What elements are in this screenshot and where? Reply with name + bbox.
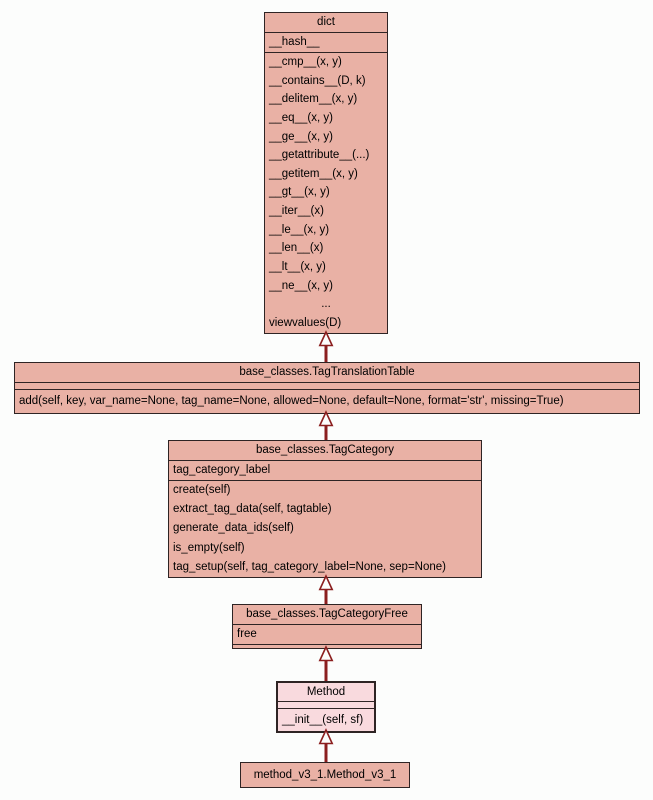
class-methods-compartment (233, 644, 421, 648)
class-method: __delitem__(x, y) (269, 93, 358, 106)
class-attributes-compartment (15, 382, 639, 389)
class-method: __gt__(x, y) (269, 186, 330, 199)
class-method: tag_setup(self, tag_category_label=None,… (173, 560, 446, 573)
class-methods-compartment: add(self, key, var_name=None, tag_name=N… (15, 389, 639, 413)
class-methods-compartment: __cmp__(x, y) __contains__(D, k) __delitem… (265, 52, 387, 333)
class-title: method_v3_1.Method_v3_1 (253, 769, 397, 781)
class-box-method_v3_1[interactable]: method_v3_1.Method_v3_1 (240, 762, 410, 788)
class-method: __contains__(D, k) (269, 74, 366, 87)
class-method: generate_data_ids(self) (173, 522, 294, 535)
class-attribute: tag_category_label (173, 464, 271, 476)
class-method: __ge__(x, y) (269, 130, 333, 143)
class-method: __getitem__(x, y) (269, 167, 358, 180)
class-method: __getattribute__(...) (269, 149, 370, 162)
class-method: extract_tag_data(self, tagtable) (173, 503, 332, 516)
class-attributes-compartment: __hash__ (265, 32, 387, 52)
inheritance-arrow-method-to-tag_category_free (318, 645, 334, 681)
class-methods-compartment: __init__(self, sf) (278, 708, 374, 731)
class-box-method[interactable]: Method __init__(self, sf) (276, 681, 376, 733)
inheritance-arrow-tag_translation_table-to-dict (318, 330, 334, 362)
class-title: Method (306, 686, 346, 698)
class-method: viewvalues(D) (269, 316, 342, 329)
class-box-tag_translation_table[interactable]: base_classes.TagTranslationTable add(self… (14, 362, 640, 414)
class-attributes-compartment (278, 701, 374, 708)
inheritance-arrow-tag_category_free-to-tag_category (318, 574, 334, 604)
class-methods-compartment: create(self) extract_tag_data(self, tagta… (169, 480, 481, 577)
class-method: __lt__(x, y) (269, 261, 326, 274)
class-attributes-compartment: tag_category_label (169, 460, 481, 480)
class-attributes-compartment: free (233, 624, 421, 644)
class-attribute: __hash__ (269, 36, 320, 48)
class-title: base_classes.TagCategory (255, 444, 395, 456)
class-title: base_classes.TagCategoryFree (246, 608, 408, 620)
class-method: add(self, key, var_name=None, tag_name=N… (19, 395, 564, 407)
class-method: create(self) (173, 484, 231, 496)
class-method: __len__(x) (269, 242, 324, 255)
class-method: __iter__(x) (269, 205, 324, 218)
class-method: ... (321, 298, 331, 311)
class-title: base_classes.TagTranslationTable (239, 366, 415, 378)
class-method: __eq__(x, y) (269, 111, 333, 124)
class-box-tag_category[interactable]: base_classes.TagCategory tag_category_lab… (168, 440, 482, 578)
class-box-dict[interactable]: dict __hash__ __cmp__(x, y) __contains__(D,… (264, 12, 388, 334)
inheritance-arrow-method_v3_1-to-method (318, 728, 334, 762)
class-method: __ne__(x, y) (269, 279, 333, 292)
class-method: __cmp__(x, y) (269, 56, 342, 68)
class-attribute: free (237, 628, 257, 640)
class-method: __le__(x, y) (269, 223, 330, 236)
class-method: is_empty(self) (173, 541, 245, 554)
inheritance-arrow-tag_category-to-tag_translation_table (318, 410, 334, 440)
class-title: dict (317, 16, 335, 28)
class-method: __init__(self, sf) (282, 714, 364, 726)
